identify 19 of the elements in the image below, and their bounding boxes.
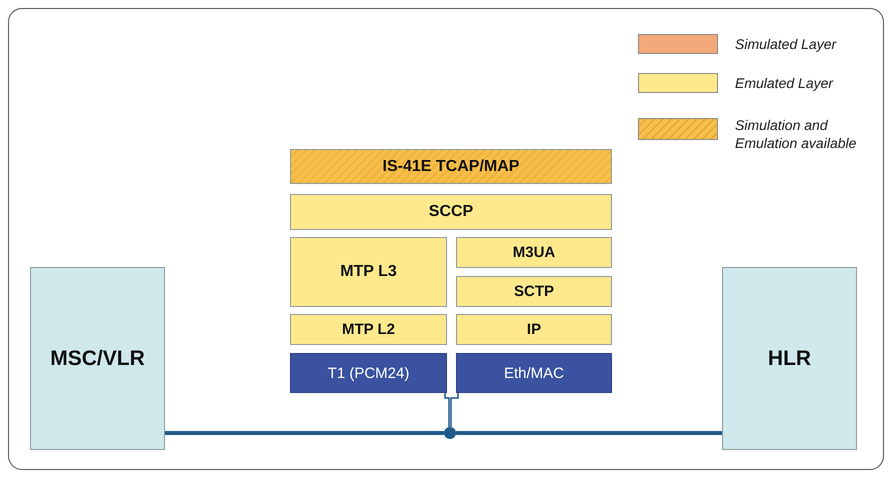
connector-line: [444, 393, 450, 427]
layer-box: M3UA: [456, 237, 612, 268]
network-element-box: HLR: [722, 267, 857, 450]
layer-box: SCTP: [456, 276, 612, 307]
connector-line: [165, 431, 444, 435]
legend-label: Emulated Layer: [735, 74, 834, 92]
layer-box: IP: [456, 314, 612, 345]
layer-box: SCCP: [290, 194, 612, 230]
junction-dot: [444, 427, 456, 439]
layer-box: IS-41E TCAP/MAP: [290, 149, 612, 184]
legend-label: Simulation and Emulation available: [735, 116, 858, 152]
layer-box: MTP L3: [290, 237, 447, 307]
connector-line: [456, 431, 722, 435]
connector-line: [450, 393, 459, 427]
layer-box: MTP L2: [290, 314, 447, 345]
layer-box: T1 (PCM24): [290, 353, 447, 393]
layer-box: Eth/MAC: [456, 353, 612, 393]
legend-label: Simulated Layer: [735, 35, 838, 53]
network-element-box: MSC/VLR: [30, 267, 165, 450]
